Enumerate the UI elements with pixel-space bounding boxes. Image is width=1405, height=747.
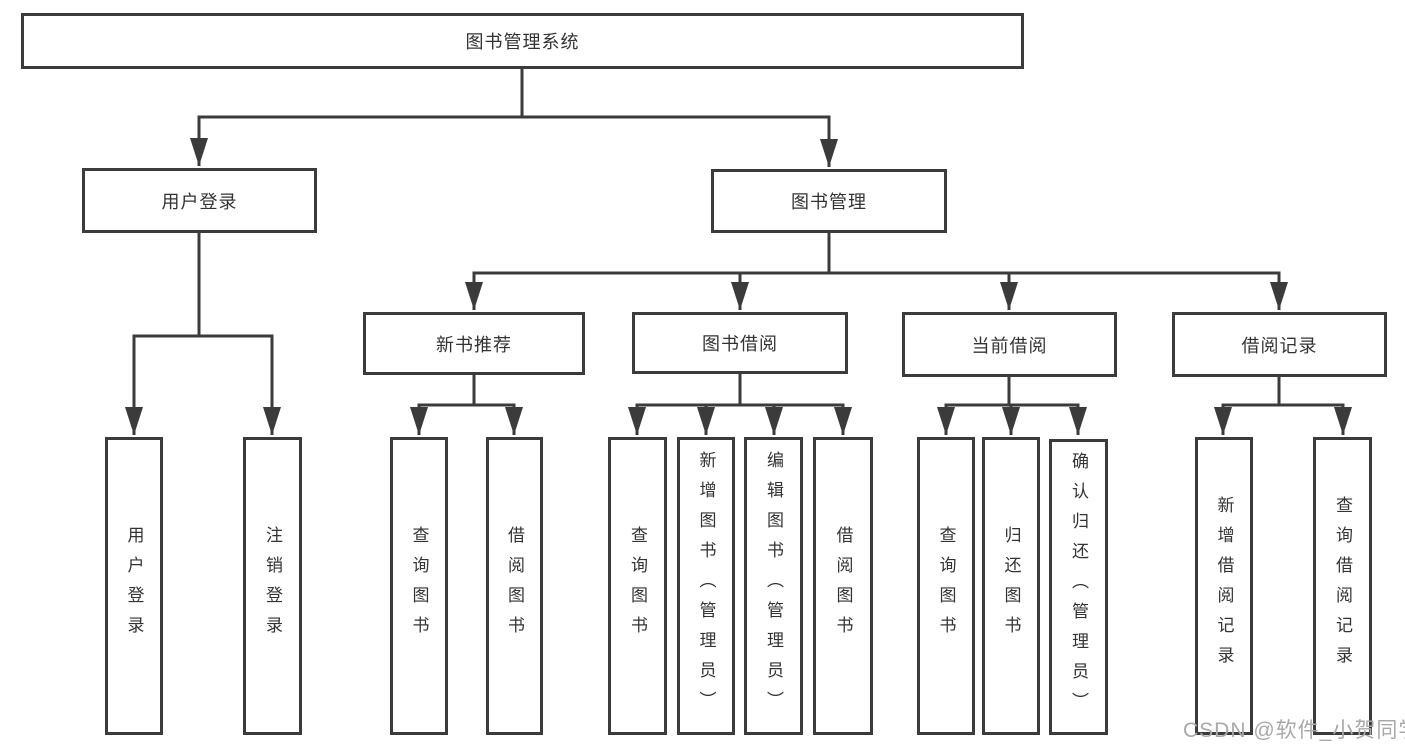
leaf-edit-book-admin-label: 编辑图书（管理员）	[764, 451, 783, 721]
node-book-borrow: 图书借阅	[632, 312, 848, 374]
leaf-query-books-1-label: 查询图书	[409, 526, 429, 646]
leaf-query-books-2-label: 查询图书	[628, 526, 647, 646]
leaf-add-book-admin: 新增图书（管理员）	[677, 437, 735, 735]
leaf-return-books: 归还图书	[982, 437, 1040, 735]
connector-root-to-level2	[190, 69, 838, 167]
node-book-borrow-label: 图书借阅	[702, 334, 778, 354]
leaf-query-books-1: 查询图书	[390, 437, 448, 735]
leaf-borrow-books-1: 借阅图书	[486, 437, 543, 735]
leaf-query-books-3: 查询图书	[917, 437, 975, 735]
connector-new-book-to-leaves	[410, 375, 523, 435]
leaf-borrow-books-1-label: 借阅图书	[505, 526, 524, 646]
leaf-confirm-return-admin-label: 确认归还（管理员）	[1069, 452, 1088, 722]
leaf-borrow-books-2-label: 借阅图书	[833, 526, 853, 646]
connector-book-mgmt-to-level3	[465, 233, 1288, 310]
leaf-query-borrow-record-label: 查询借阅记录	[1333, 496, 1352, 676]
leaf-confirm-return-admin: 确认归还（管理员）	[1049, 439, 1108, 735]
csdn-watermark: CSDN @软件_小贺同学	[1183, 719, 1405, 742]
node-borrow-records: 借阅记录	[1172, 312, 1387, 377]
leaf-edit-book-admin: 编辑图书（管理员）	[744, 437, 803, 735]
leaf-query-books-3-label: 查询图书	[936, 526, 956, 646]
node-root: 图书管理系统	[21, 13, 1024, 69]
leaf-add-book-admin-label: 新增图书（管理员）	[696, 451, 716, 721]
node-root-label: 图书管理系统	[465, 32, 580, 52]
node-current-borrow: 当前借阅	[902, 312, 1117, 377]
leaf-user-login: 用户登录	[105, 437, 163, 735]
connector-book-borrow-to-leaves	[628, 374, 852, 435]
node-current-borrow-label: 当前借阅	[971, 335, 1048, 356]
leaf-add-borrow-record-label: 新增借阅记录	[1214, 496, 1234, 676]
leaf-query-books-2: 查询图书	[608, 437, 667, 735]
node-user-login: 用户登录	[82, 168, 317, 233]
leaf-user-login-label: 用户登录	[124, 526, 144, 646]
connector-user-login-to-leaves	[125, 233, 281, 435]
leaf-logout-label: 注销登录	[263, 526, 282, 646]
node-book-management-label: 图书管理	[791, 192, 867, 212]
node-user-login-label: 用户登录	[161, 191, 238, 212]
node-borrow-records-label: 借阅记录	[1241, 335, 1318, 356]
connector-current-borrow-to-leaves	[937, 377, 1087, 435]
node-new-book-recommend: 新书推荐	[363, 312, 585, 375]
leaf-add-borrow-record: 新增借阅记录	[1195, 437, 1253, 735]
leaf-logout: 注销登录	[243, 437, 302, 735]
leaf-return-books-label: 归还图书	[1001, 526, 1021, 646]
connector-borrow-records-to-leaves	[1214, 377, 1352, 435]
node-new-book-recommend-label: 新书推荐	[436, 334, 512, 355]
leaf-borrow-books-2: 借阅图书	[813, 437, 873, 735]
node-book-management: 图书管理	[711, 169, 947, 233]
leaf-query-borrow-record: 查询借阅记录	[1313, 437, 1372, 735]
